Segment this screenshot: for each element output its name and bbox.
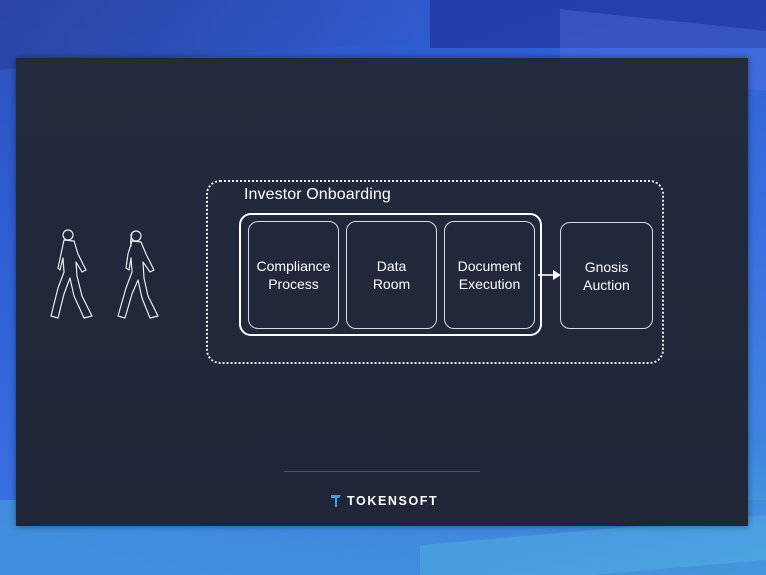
slide: Investor Onboarding Compliance Process D… [16, 58, 748, 526]
step-document-execution: Document Execution [444, 221, 535, 329]
brand-name: TOKENSOFT [347, 494, 439, 508]
arrow-right-icon [538, 270, 561, 280]
walking-man-icon [50, 229, 93, 319]
section-title: Investor Onboarding [244, 186, 391, 203]
footer-divider [284, 471, 480, 472]
walking-people-illustration [50, 229, 159, 319]
step-data-room: Data Room [346, 221, 437, 329]
step-gnosis-auction: Gnosis Auction [560, 222, 653, 329]
tokensoft-logo-icon [331, 495, 341, 507]
investor-onboarding-boundary [206, 180, 664, 364]
step-compliance-process: Compliance Process [248, 221, 339, 329]
brand-footer: TOKENSOFT [330, 492, 438, 510]
background-shape [430, 0, 766, 48]
walking-woman-icon [117, 230, 159, 319]
